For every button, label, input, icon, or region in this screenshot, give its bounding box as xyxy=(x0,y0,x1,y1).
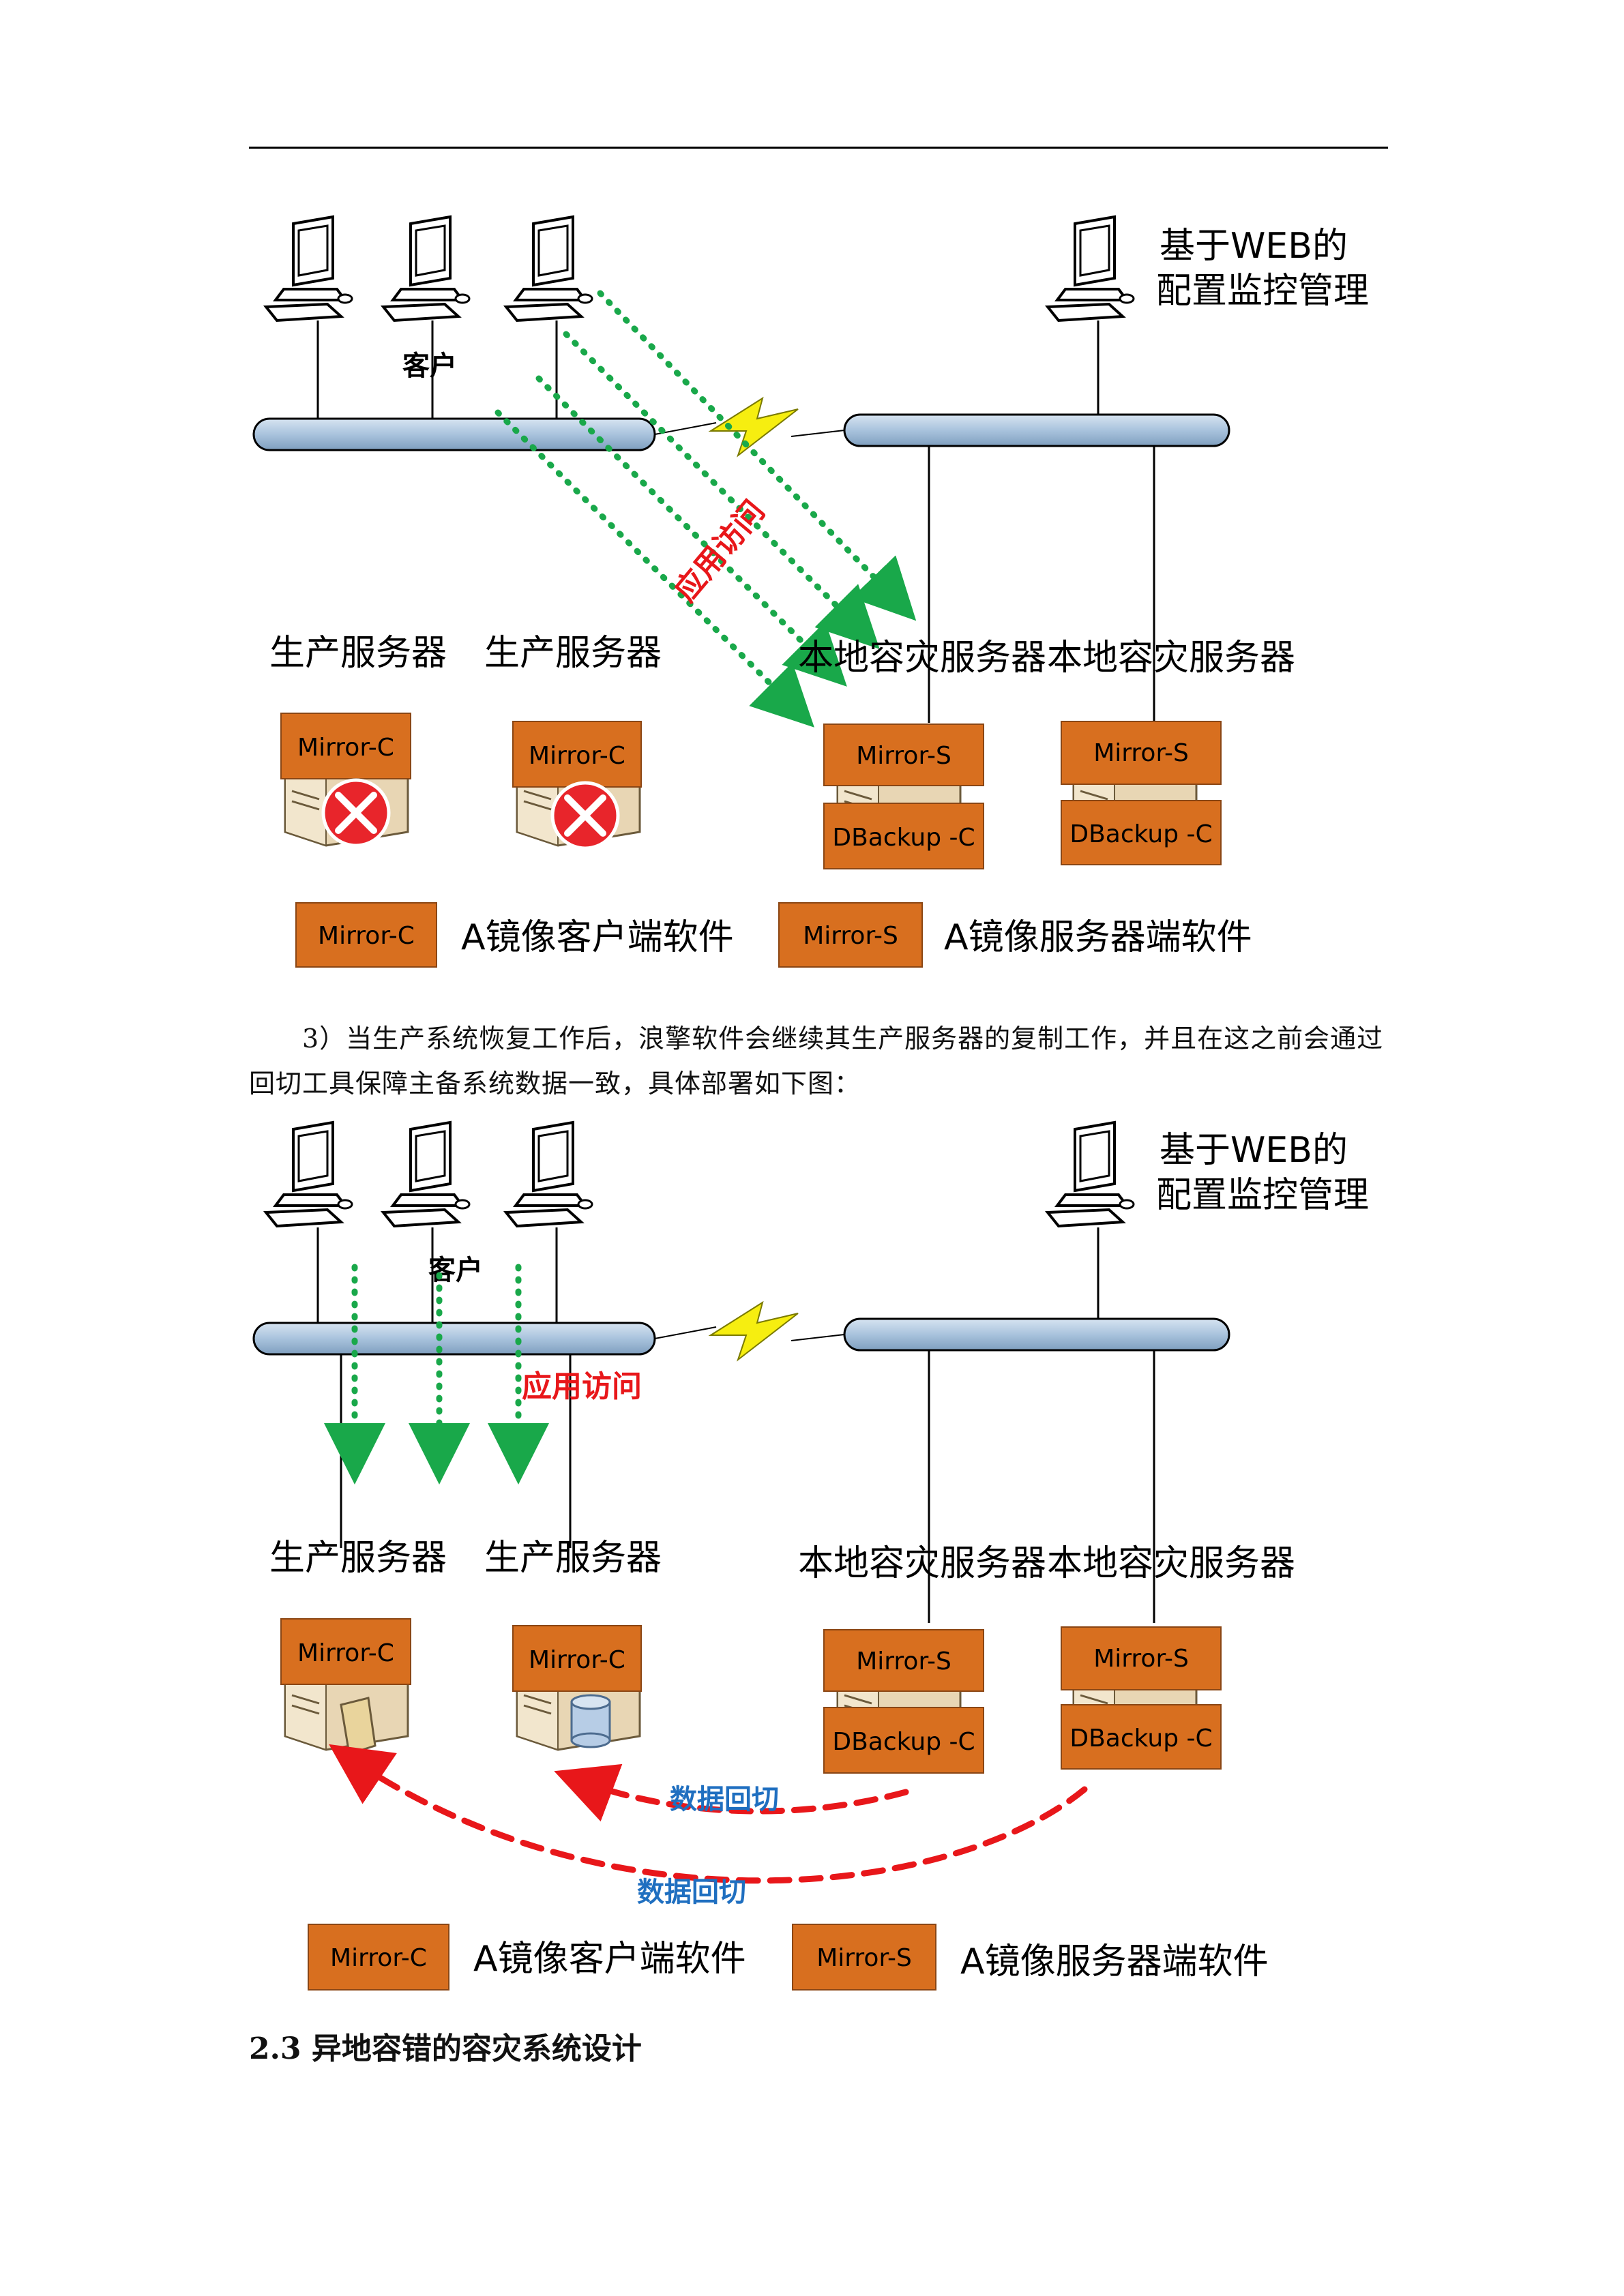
web-console-label-line2: 配置监控管理 xyxy=(1156,271,1369,312)
prod-server-1-label: 生产服务器 xyxy=(269,1538,447,1579)
section-heading: 2.3 异地容错的容灾系统设计 xyxy=(249,2031,642,2066)
dbackup-c-badge xyxy=(823,1707,984,1774)
access-arrows xyxy=(324,1264,549,1485)
dbackup-c-badge xyxy=(1061,800,1222,865)
access-label: 应用访问 xyxy=(668,494,771,608)
lan-pipe-dr xyxy=(843,1317,1230,1352)
diagram-failover: 客户 基于WEB的 配置监控管理 应用访问 生产服务器 生产服务器 本地容灾服务… xyxy=(252,215,1369,968)
web-console-computer-icon xyxy=(1046,1121,1135,1227)
access-arrows xyxy=(494,290,917,728)
legend-mirror-c-text: A镜像客户端软件 xyxy=(461,917,734,958)
legend-mirror-s-text: A镜像服务器端软件 xyxy=(944,917,1252,958)
mirror-c-badge xyxy=(512,1625,642,1692)
lan-pipe-production xyxy=(252,1322,656,1356)
client-computer-icon xyxy=(265,1121,353,1227)
svg-text:DBackup -C: DBackup -C xyxy=(832,824,975,852)
wan-lightning-icon xyxy=(708,1300,799,1362)
dr-server-1-label: 本地容灾服务器 xyxy=(798,1543,1046,1584)
client-computer-icon xyxy=(265,215,353,322)
failback-label-1: 数据回切 xyxy=(670,1784,779,1815)
legend-mirror-s-box xyxy=(778,902,923,968)
diagram-failback: 客户 基于WEB的 配置监控管理 应用访问 生产服务器 生产服务器 本地容灾服务… xyxy=(252,1121,1369,1991)
svg-text:Mirror-S: Mirror-S xyxy=(816,1944,912,1972)
svg-text:Mirror-C: Mirror-C xyxy=(330,1944,427,1972)
mirror-s-badge xyxy=(1061,721,1222,785)
legend-mirror-s-box xyxy=(792,1924,936,1991)
mirror-c-badge xyxy=(280,1618,411,1685)
svg-text:Mirror-S: Mirror-S xyxy=(856,742,951,770)
svg-text:Mirror-C: Mirror-C xyxy=(318,922,415,950)
dr-server-2-label: 本地容灾服务器 xyxy=(1047,638,1295,679)
prod-server-1-label: 生产服务器 xyxy=(269,633,447,674)
mirror-s-badge xyxy=(823,1629,984,1692)
web-console-label-line1: 基于WEB的 xyxy=(1160,226,1348,267)
client-computer-icon xyxy=(505,1121,593,1227)
svg-text:Mirror-C: Mirror-C xyxy=(529,742,625,770)
web-console-label-line2: 配置监控管理 xyxy=(1156,1175,1369,1216)
web-console-computer-icon xyxy=(1046,215,1135,322)
prod-server-2-label: 生产服务器 xyxy=(484,633,662,674)
client-label: 客户 xyxy=(402,351,457,382)
failed-x-icon xyxy=(550,781,620,850)
wan-lightning-icon xyxy=(708,396,799,458)
lan-pipe-dr xyxy=(843,413,1230,447)
svg-text:DBackup -C: DBackup -C xyxy=(1069,1725,1212,1753)
legend-mirror-s-text: A镜像服务器端软件 xyxy=(960,1941,1269,1982)
database-icon xyxy=(570,1694,611,1748)
mirror-s-badge xyxy=(1061,1626,1222,1690)
client-computer-icon xyxy=(382,215,471,322)
svg-text:Mirror-C: Mirror-C xyxy=(529,1646,625,1674)
svg-text:Mirror-S: Mirror-S xyxy=(1093,739,1189,767)
svg-text:Mirror-S: Mirror-S xyxy=(1093,1645,1189,1673)
failback-label-2: 数据回切 xyxy=(637,1877,746,1908)
web-console-label-line1: 基于WEB的 xyxy=(1160,1130,1348,1171)
failed-x-icon xyxy=(321,778,391,848)
legend-mirror-c-box xyxy=(308,1924,449,1991)
svg-text:Mirror-S: Mirror-S xyxy=(856,1648,951,1675)
mirror-s-badge xyxy=(823,724,984,786)
dr-server-1-label: 本地容灾服务器 xyxy=(798,638,1046,679)
prod-server-2-label: 生产服务器 xyxy=(484,1538,662,1579)
client-computer-icon xyxy=(382,1121,471,1227)
body-paragraph: 3）当生产系统恢复工作后，浪擎软件会继续其生产服务器的复制工作，并且在这之前会通… xyxy=(249,1024,1384,1099)
svg-text:Mirror-C: Mirror-C xyxy=(297,734,394,762)
dbackup-c-badge xyxy=(1061,1704,1222,1770)
dbackup-c-badge xyxy=(823,803,984,869)
mirror-c-badge xyxy=(280,713,411,779)
legend-mirror-c-box xyxy=(295,902,437,968)
svg-text:DBackup -C: DBackup -C xyxy=(1069,820,1212,848)
svg-text:Mirror-S: Mirror-S xyxy=(803,922,898,950)
access-label: 应用访问 xyxy=(522,1369,642,1404)
failback-arrows xyxy=(329,1744,1088,1884)
header-rule xyxy=(249,147,1388,149)
dr-server-2-label: 本地容灾服务器 xyxy=(1047,1543,1295,1584)
svg-text:Mirror-C: Mirror-C xyxy=(297,1639,394,1667)
client-computer-icon xyxy=(505,215,593,322)
svg-text:DBackup -C: DBackup -C xyxy=(832,1728,975,1756)
lan-pipe-production xyxy=(252,417,656,451)
client-label: 客户 xyxy=(428,1255,483,1286)
legend-mirror-c-text: A镜像客户端软件 xyxy=(473,1939,746,1980)
